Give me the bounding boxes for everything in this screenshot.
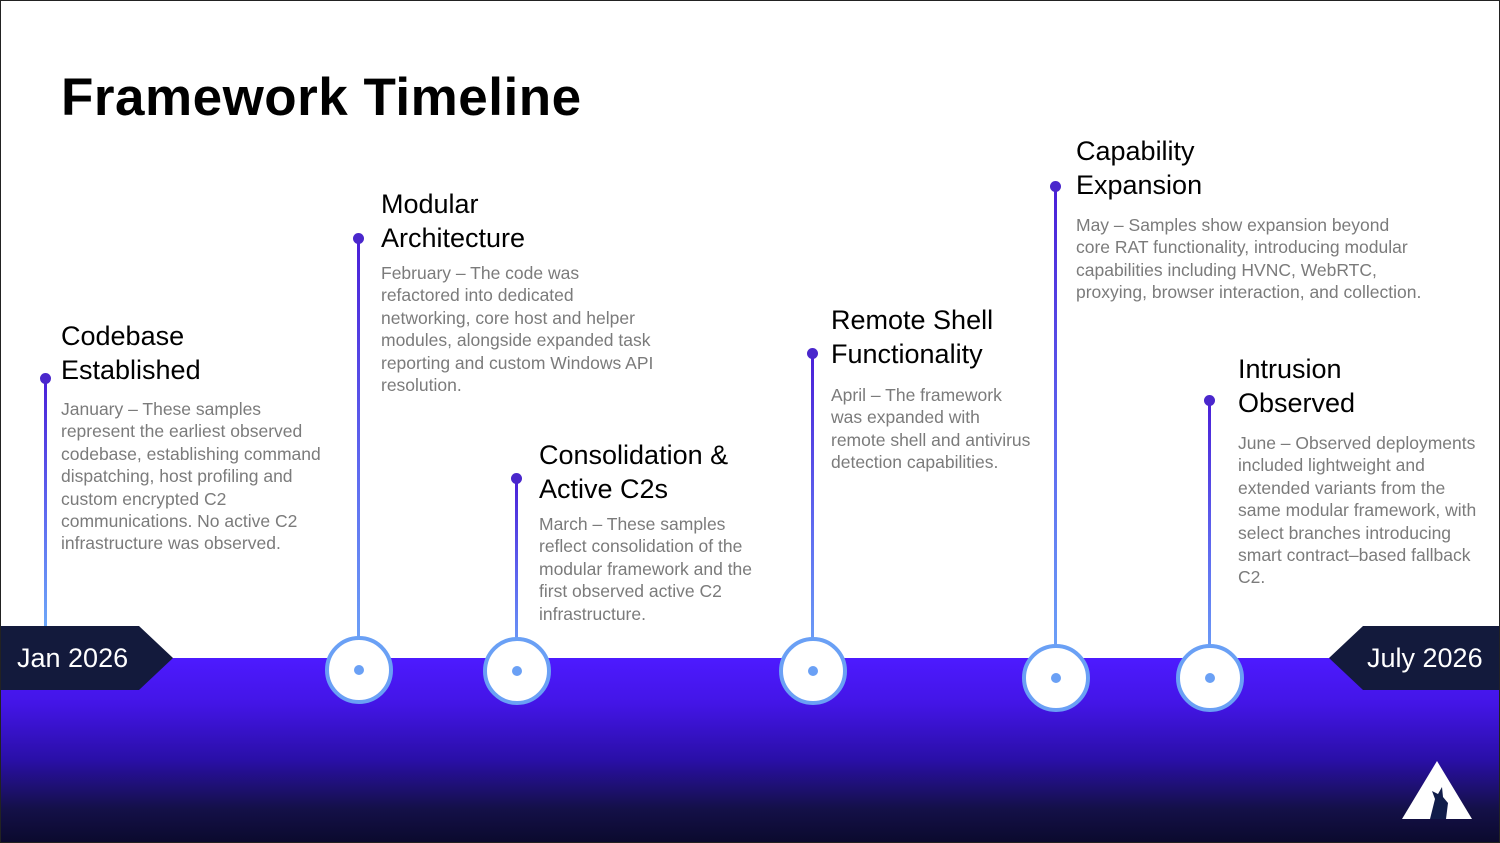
event-2-marker-dot (353, 233, 364, 244)
start-date-tag: Jan 2026 (1, 626, 173, 690)
event-6-marker-dot (1204, 395, 1215, 406)
event-2-description: February – The code was refactored into … (381, 263, 654, 396)
event-4-node-center (808, 666, 818, 676)
event-6-heading: Intrusion Observed (1238, 352, 1458, 420)
event-2-heading: Modular Architecture (381, 187, 641, 255)
event-5-marker-dot (1050, 181, 1061, 192)
event-1-stem (44, 378, 47, 628)
event-2-stem (357, 239, 360, 667)
event-6-timeline-node (1176, 644, 1244, 712)
event-6-description: June – Observed deployments included lig… (1238, 433, 1477, 588)
event-1-marker-dot (40, 373, 51, 384)
event-2-heading-line-2: Architecture (381, 223, 526, 253)
event-5-node-center (1051, 673, 1061, 683)
mountain-wolf-logo-icon (1402, 761, 1472, 819)
event-5-description: May – Samples show expansion beyond core… (1076, 215, 1422, 303)
event-1-heading: Codebase Established (61, 319, 311, 387)
event-4-marker-dot (807, 348, 818, 359)
event-4-heading: Remote Shell Functionality (831, 303, 1051, 371)
event-6-node-center (1205, 673, 1215, 683)
event-3-heading-line-2: Active C2s (539, 474, 669, 504)
event-5-stem (1054, 186, 1057, 676)
event-3-node-center (512, 666, 522, 676)
event-4-description: April – The framework was expanded with … (831, 385, 1031, 473)
event-4-timeline-node (779, 637, 847, 705)
event-2-node-center (354, 665, 364, 675)
slide-title: Framework Timeline (61, 68, 582, 127)
event-1-heading-line-2: Established (61, 355, 201, 385)
event-3-marker-dot (511, 473, 522, 484)
event-1-description: January – These samples represent the ea… (61, 399, 321, 554)
event-2-heading-line-1: Modular (381, 189, 479, 219)
event-3-heading-line-1: Consolidation & (539, 440, 729, 470)
event-2-timeline-node (325, 636, 393, 704)
event-5-heading: Capability Expansion (1076, 134, 1316, 202)
event-4-stem (811, 354, 814, 670)
event-6-stem (1208, 401, 1211, 677)
event-6-heading-line-1: Intrusion (1238, 354, 1342, 384)
event-3-heading: Consolidation & Active C2s (539, 438, 779, 506)
timeline-band (1, 658, 1499, 842)
event-3-timeline-node (483, 637, 551, 705)
event-5-heading-line-2: Expansion (1076, 170, 1203, 200)
event-5-timeline-node (1022, 644, 1090, 712)
event-4-heading-line-1: Remote Shell (831, 305, 994, 335)
event-4-heading-line-2: Functionality (831, 339, 983, 369)
event-3-stem (515, 479, 518, 669)
event-3-description: March – These samples reflect consolidat… (539, 514, 753, 624)
event-1-heading-line-1: Codebase (61, 321, 185, 351)
end-date-tag: July 2026 (1329, 626, 1499, 690)
event-5-heading-line-1: Capability (1076, 136, 1195, 166)
event-6-heading-line-2: Observed (1238, 388, 1356, 418)
